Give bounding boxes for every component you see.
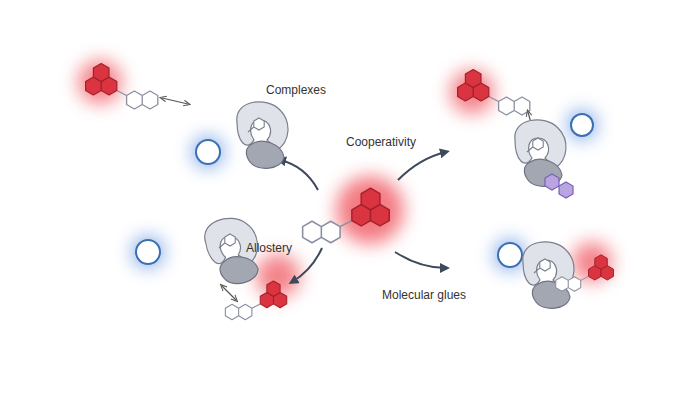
illustration-part <box>303 188 390 243</box>
allostery-scene <box>136 214 287 320</box>
illustration-part <box>523 242 574 308</box>
illustration-part <box>237 102 288 168</box>
cell-node: Cooperativity <box>340 55 620 220</box>
illustration-part <box>571 114 593 136</box>
cell-outline <box>143 43 328 198</box>
cell-shape <box>128 198 328 370</box>
illustration-part <box>567 110 597 140</box>
illustration-part <box>280 160 318 190</box>
cell-node: Allostery <box>128 198 328 370</box>
illustration-part <box>545 174 559 190</box>
illustration-part <box>162 98 188 104</box>
illustration-part <box>498 243 522 267</box>
illustration-part <box>559 182 573 198</box>
process-arrows <box>280 152 446 282</box>
illustration-part <box>222 286 236 300</box>
illustration-part <box>527 138 543 152</box>
illustration-part <box>556 255 614 291</box>
illustration-part <box>398 152 446 180</box>
cell-label: Complexes <box>266 83 326 97</box>
illustration-part <box>458 70 530 116</box>
complexes-scene <box>86 64 288 169</box>
cell-label: Cooperativity <box>346 135 416 149</box>
cell-outline <box>133 203 323 365</box>
cell-outline <box>478 205 623 370</box>
cell-label: Molecular glues <box>382 288 466 302</box>
cell-outline <box>425 60 615 215</box>
illustration-part <box>219 234 235 248</box>
center-molecule <box>303 188 390 243</box>
illustration-part <box>132 236 164 268</box>
illustration-part <box>196 140 220 164</box>
cooperativity-scene <box>458 70 593 199</box>
cell-shape <box>378 200 628 375</box>
illustration-part <box>395 252 446 268</box>
illustration-part <box>225 281 286 320</box>
illustration-part <box>86 64 158 110</box>
cell-label: Allostery <box>246 241 292 255</box>
glue-scene <box>498 242 614 308</box>
illustration-part <box>192 136 224 168</box>
cell-shape <box>138 38 333 203</box>
illustration-part <box>136 240 160 264</box>
illustration-part <box>534 259 550 273</box>
illustration-part <box>545 174 573 198</box>
illustration-part <box>515 120 566 186</box>
cell-node: Molecular glues <box>378 200 628 375</box>
illustration-part <box>248 118 264 132</box>
illustration-part <box>494 239 526 271</box>
illustration-part <box>292 248 322 282</box>
cell-node: Complexes <box>138 38 333 203</box>
